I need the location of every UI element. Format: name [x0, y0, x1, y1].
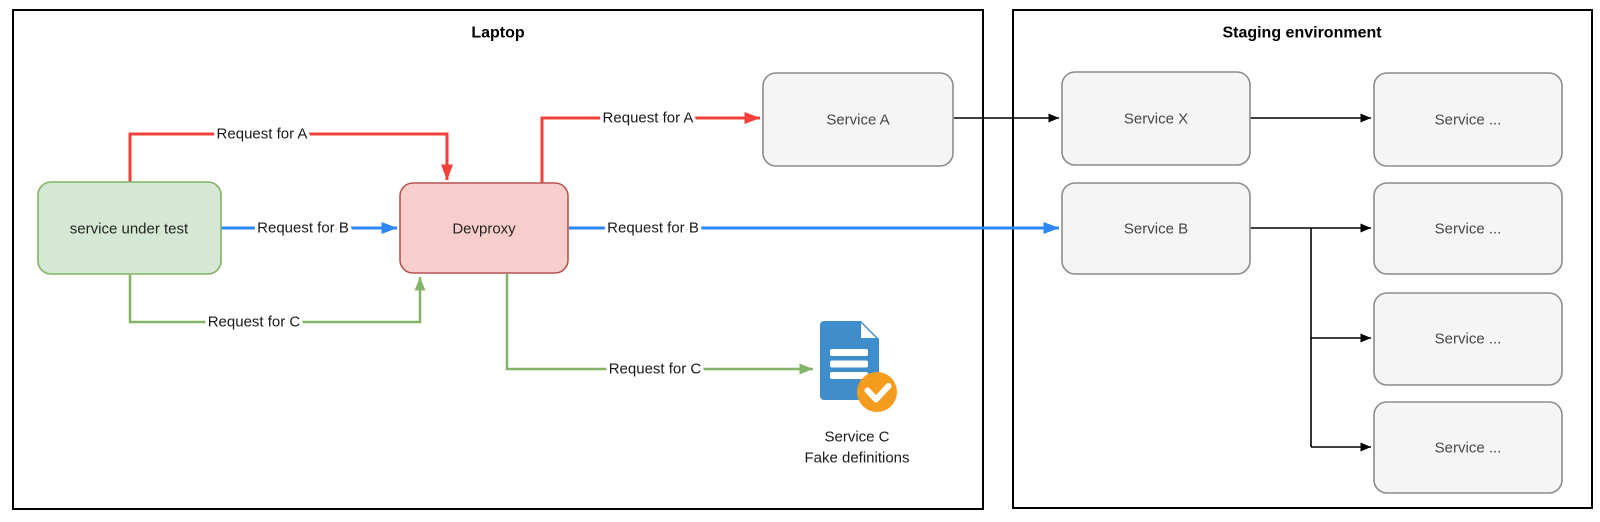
node-service-b [1061, 182, 1251, 275]
service-c-subcaption: Fake definitions [804, 450, 909, 467]
document-line-2 [830, 360, 868, 368]
edge-label-request-a-left: Request for A [217, 126, 308, 143]
edge-label-request-b-left: Request for B [257, 220, 349, 237]
edge-devproxy-to-fake-c [505, 274, 813, 375]
node-service-x-label: Service X [1124, 111, 1188, 128]
edge-label-request-b-right: Request for B [607, 220, 699, 237]
node-service-more-4-label: Service ... [1435, 440, 1502, 457]
edge-sut-to-devproxy-c [128, 275, 426, 324]
node-service-a [762, 72, 954, 167]
node-service-a-label: Service A [826, 112, 889, 129]
document-line-1 [830, 349, 868, 356]
edge-sut-to-devproxy-a [128, 132, 453, 183]
container-staging-title: Staging environment [1222, 25, 1382, 42]
document-check-icon [820, 321, 897, 412]
node-devproxy [399, 182, 569, 274]
service-c-caption: Service C [824, 429, 889, 446]
node-devproxy-label: Devproxy [452, 221, 516, 238]
node-service-more-2-label: Service ... [1435, 221, 1502, 238]
node-service-more-3 [1373, 292, 1563, 386]
node-service-more-1 [1373, 72, 1563, 167]
node-service-under-test [37, 181, 222, 275]
checkmark-icon [864, 383, 892, 403]
edge-label-request-a-right: Request for A [603, 110, 694, 127]
edge-label-request-c-right: Request for C [609, 361, 702, 378]
node-service-b-label: Service B [1124, 221, 1188, 238]
node-service-x [1061, 71, 1251, 166]
node-service-more-1-label: Service ... [1435, 112, 1502, 129]
container-laptop-title: Laptop [471, 25, 525, 42]
node-service-more-2 [1373, 182, 1563, 275]
node-service-under-test-label: service under test [70, 221, 189, 238]
node-service-more-3-label: Service ... [1435, 331, 1502, 348]
document-fold-icon [861, 323, 876, 338]
edge-label-request-c-left: Request for C [208, 314, 301, 331]
document-line-3 [830, 372, 868, 379]
edge-devproxy-to-service-a [540, 112, 761, 183]
node-service-more-4 [1373, 401, 1563, 494]
check-badge-icon [857, 372, 897, 412]
